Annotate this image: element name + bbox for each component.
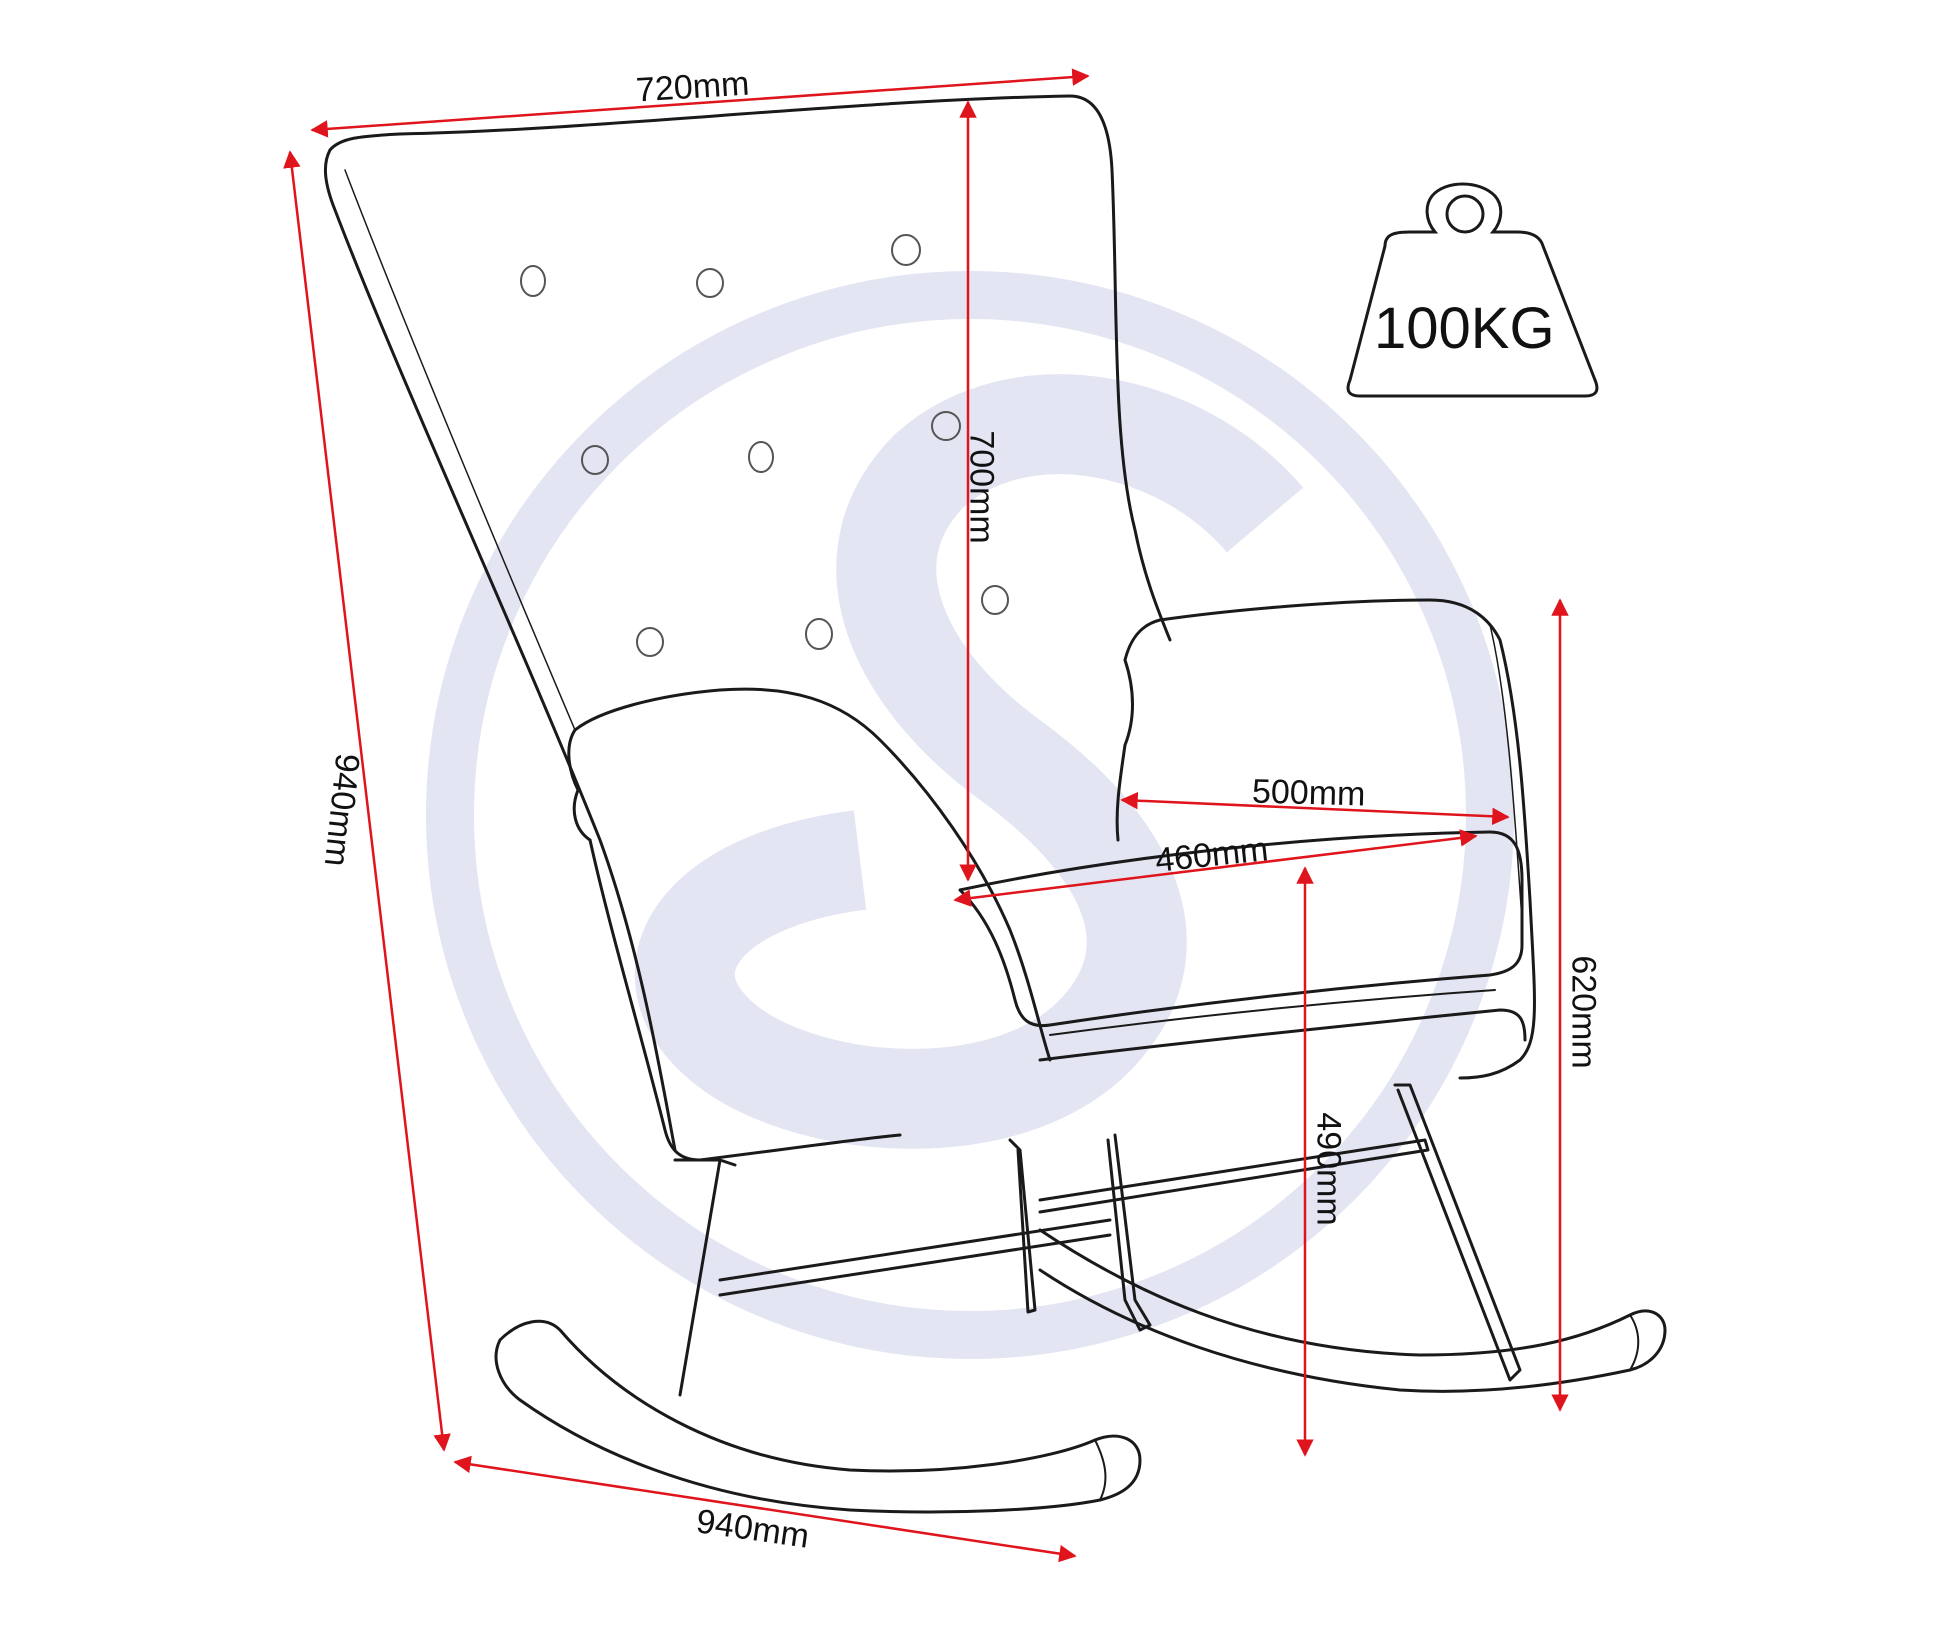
label-arm-height: 620mm: [1564, 955, 1603, 1069]
label-arm-width: 500mm: [1251, 772, 1366, 814]
arrow-overall-height: [283, 150, 451, 1452]
dimension-arrows: [283, 68, 1569, 1563]
weight-icon: [1346, 182, 1599, 398]
arrow-overall-depth: [453, 1455, 1077, 1563]
arrow-arm-width: [1120, 791, 1510, 826]
label-back-height: 700mm: [962, 430, 1001, 544]
label-overall-width: 720mm: [634, 64, 751, 110]
arrow-overall-width: [310, 68, 1090, 138]
arrow-seat-depth: [953, 829, 1478, 907]
label-seat-height: 490mm: [1309, 1112, 1348, 1226]
weight-capacity-label: 100KG: [1374, 296, 1555, 361]
